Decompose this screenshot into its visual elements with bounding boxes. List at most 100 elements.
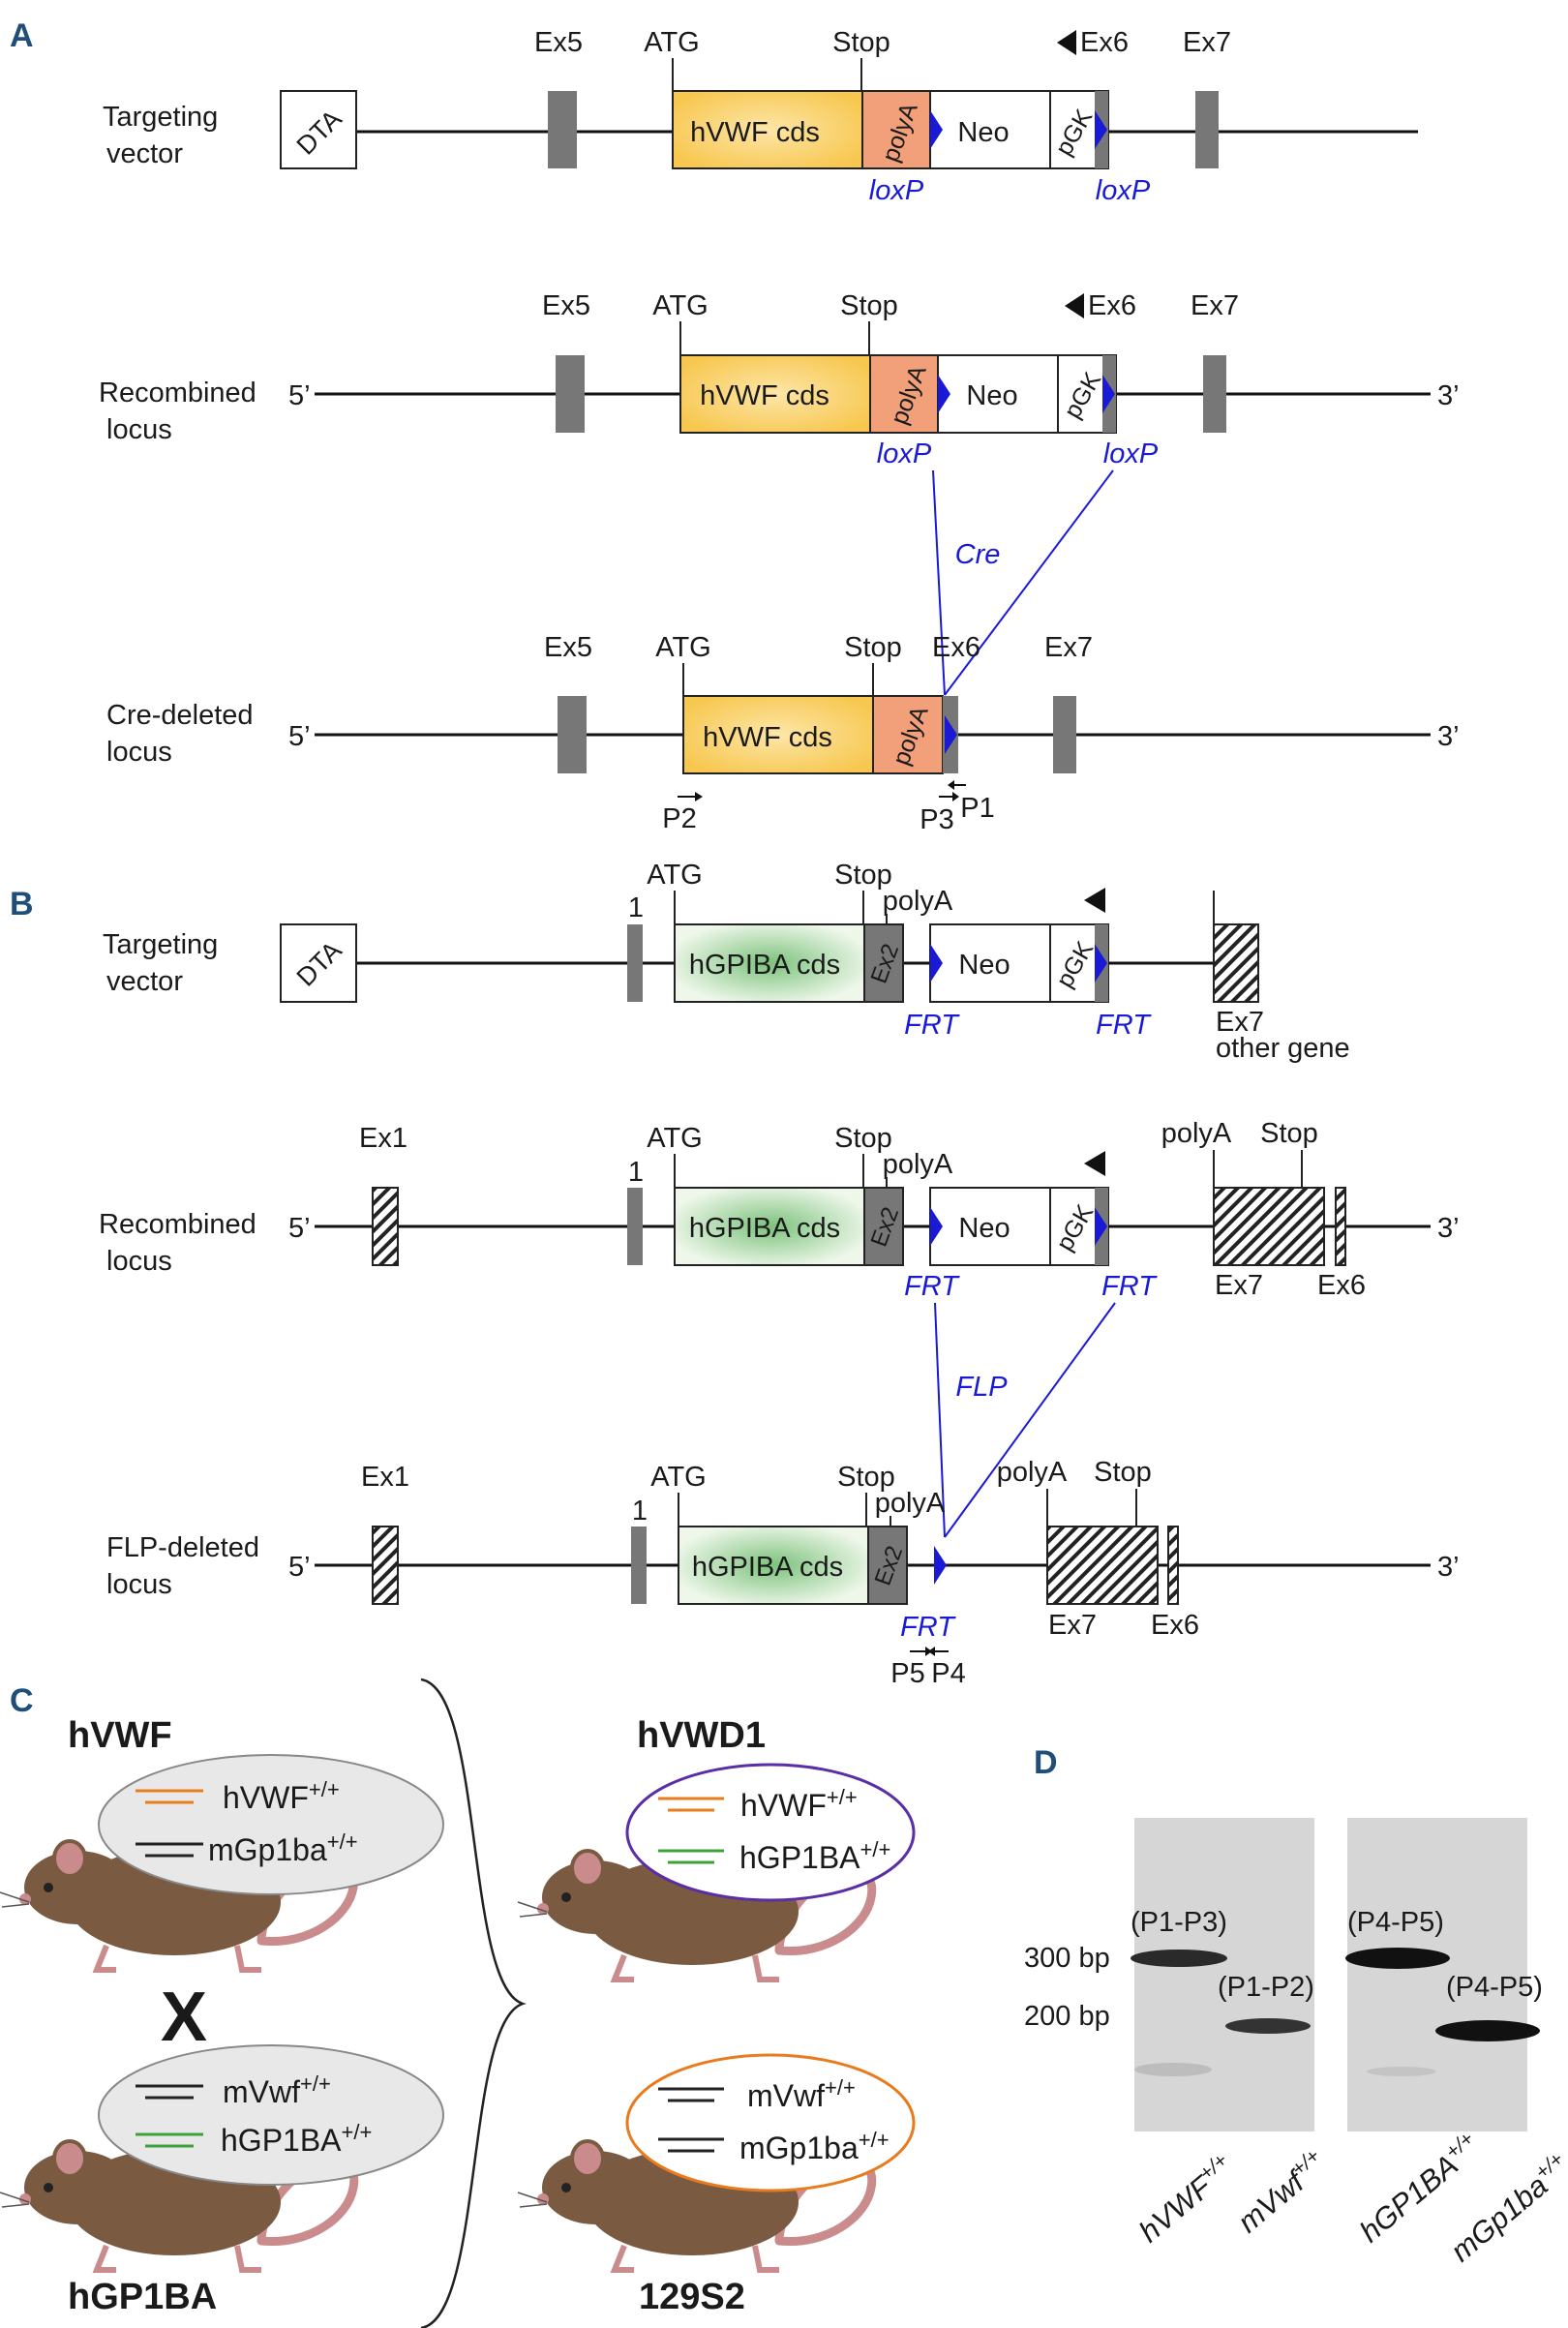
flp-recombination-line [944,1302,1116,1538]
row-label: vector [106,138,183,169]
ex1-label: Ex1 [359,1123,407,1154]
dta-box [280,923,357,1003]
primer-p3-arrowhead [952,792,959,801]
mouse-hgp1ba: mVwf+/+ hGP1BA+/+ hGP1BA [0,2044,444,2317]
polya-label: polyA [883,1149,953,1180]
primer-p2-arrowhead [695,792,703,801]
band-label: (P4-P5) [1446,1972,1543,2003]
row-label: locus [106,414,172,445]
ex7-label: Ex7 [1216,1007,1264,1038]
exon-7-hatched [1046,1526,1159,1605]
neo-label: Neo [958,950,1010,981]
cds-label: hVWF cds [690,117,820,148]
ex6-orientation-arrow [1065,293,1084,318]
other-gene-label: other gene [1216,1033,1350,1064]
exon-5 [556,355,585,433]
three-prime: 3’ [1437,1213,1460,1244]
frt-triangle [1095,1207,1107,1246]
ex7-label: Ex7 [1191,290,1239,321]
primer-p4-arrowhead [928,1647,935,1656]
three-prime: 3’ [1437,721,1460,752]
lane-label: mGp1ba+/+ [1443,2148,1568,2268]
polya-box [869,354,939,434]
cds-label: hGPIBA cds [689,1213,840,1244]
row-label: Recombined [99,378,256,408]
row-label: locus [106,1569,172,1600]
atg-label: ATG [647,1123,702,1154]
hgpiba-cds-box [674,923,865,1003]
atg-label: ATG [655,632,710,663]
cre-recombination-line [932,469,946,696]
row-label: locus [106,1246,172,1277]
primer-p2-label: P2 [662,803,696,834]
genotype-2: hGP1BA+/+ [739,1837,890,1875]
b-targeting-vector: Targeting vector DTA 1 ATG hGPIBA cds St… [103,860,1350,1064]
orientation-arrow [1084,888,1105,913]
three-prime: 3’ [1437,1552,1460,1583]
cre-label: Cre [955,539,1001,570]
exon-5 [548,91,577,168]
marker-300bp: 300 bp [1024,1943,1110,1974]
atg-label: ATG [650,1462,706,1493]
genotype-1: hVWF+/+ [740,1785,858,1823]
row-label: locus [106,737,172,768]
other-gene-exon-7 [1213,923,1259,1003]
exon-1 [631,1527,647,1604]
three-prime: 3’ [1437,380,1460,411]
ex6-label: Ex6 [1317,1270,1366,1301]
ex7-label: Ex7 [1044,632,1093,663]
polya-label: polyA [997,1457,1068,1488]
stop-label: Stop [840,290,898,321]
cross-bracket [420,1678,527,2328]
loxp-triangle [945,715,957,754]
dta-box [280,90,357,169]
ex6-orientation-arrow [1057,30,1076,55]
genotype-bubble [98,2044,444,2186]
ex6-label: Ex6 [1080,27,1129,58]
flp-label: FLP [955,1372,1008,1403]
polya-label: polyA [1161,1118,1232,1149]
a-targeting-vector: Targeting vector DTA Ex5 ATG hVWF cds St… [103,27,1418,206]
atg-label: ATG [644,27,699,58]
ex1-label: Ex1 [361,1462,409,1493]
primer-p1-arrowhead [948,780,954,790]
five-prime: 5’ [288,721,311,752]
panel-a-letter: A [10,17,34,54]
band-label: (P1-P3) [1131,1907,1227,1938]
exon-6-hatched [1167,1526,1179,1605]
row-label: Targeting [103,929,218,960]
primer-p1-label: P1 [960,793,994,824]
band-label: (P1-P2) [1218,1972,1314,2003]
polya-box [872,695,944,774]
cds-label: hGPIBA cds [692,1552,843,1583]
exon-7-hatched [1213,1187,1325,1266]
gel-band-p4-p5 [1435,2020,1540,2041]
exon-7 [1195,91,1219,168]
gel-band-p1-p2 [1225,2018,1311,2034]
frt-label: FRT [904,1271,960,1302]
stop-label: Stop [834,860,892,891]
row-label: Recombined [99,1209,256,1240]
ex5-label: Ex5 [544,632,592,663]
neo-box [929,90,1051,169]
genotype-1: mVwf+/+ [223,2071,331,2109]
loxp-triangle [938,375,950,413]
stop-label: Stop [844,632,902,663]
genotype-bubble [625,2053,916,2192]
exon-5 [558,696,587,773]
polya-label: polyA [875,1488,946,1519]
hvwf-cds-box [672,90,863,169]
stop-label: Stop [1260,1118,1318,1149]
neo-box [937,354,1059,434]
exon-1-label: 1 [628,1157,644,1188]
marker-200bp: 200 bp [1024,2001,1110,2032]
exon-1-label: 1 [632,1496,648,1527]
five-prime: 5’ [288,1213,311,1244]
panel-b-letter: B [10,886,34,922]
genotype-bubble [625,1763,916,1902]
orientation-arrow [1084,1151,1105,1176]
genotype-1: mVwf+/+ [747,2075,856,2113]
loxp-triangle [1102,375,1115,413]
frt-label: FRT [900,1612,956,1643]
cds-label: hGPIBA cds [689,950,840,981]
